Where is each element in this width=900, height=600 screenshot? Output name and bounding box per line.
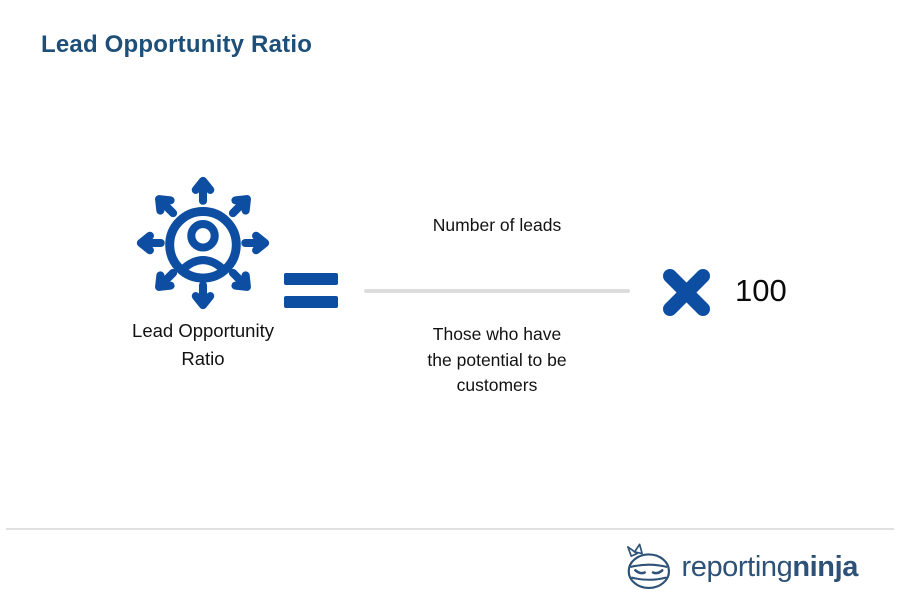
denominator-line-1: Those who have [432, 324, 562, 344]
equals-bottom-bar [284, 296, 338, 308]
term-label: Lead Opportunity Ratio [88, 317, 318, 373]
denominator-line-3: customers [456, 375, 538, 395]
fraction-numerator: Number of leads [432, 215, 562, 235]
brand-logo: reportingninja [622, 541, 858, 593]
brand-word-regular: reporting [681, 550, 793, 583]
multiply-icon [659, 265, 714, 320]
equals-top-bar [284, 273, 338, 285]
fraction-denominator: Those who have the potential to be custo… [364, 322, 630, 399]
multiplier-value: 100 [735, 273, 787, 308]
term-label-line-2: Ratio [181, 348, 225, 369]
person-network-icon [131, 171, 275, 315]
ninja-mascot-icon [622, 541, 674, 593]
fraction: Number of leads Those who have the poten… [364, 214, 630, 399]
footer-divider [6, 528, 894, 530]
denominator-line-2: the potential to be [427, 349, 567, 370]
brand-wordmark: reportingninja [681, 551, 858, 584]
equals-icon [284, 273, 338, 309]
brand-word-bold: ninja [792, 550, 858, 583]
page-title: Lead Opportunity Ratio [41, 31, 313, 58]
term-label-line-1: Lead Opportunity [132, 320, 274, 341]
fraction-bar [364, 289, 630, 293]
